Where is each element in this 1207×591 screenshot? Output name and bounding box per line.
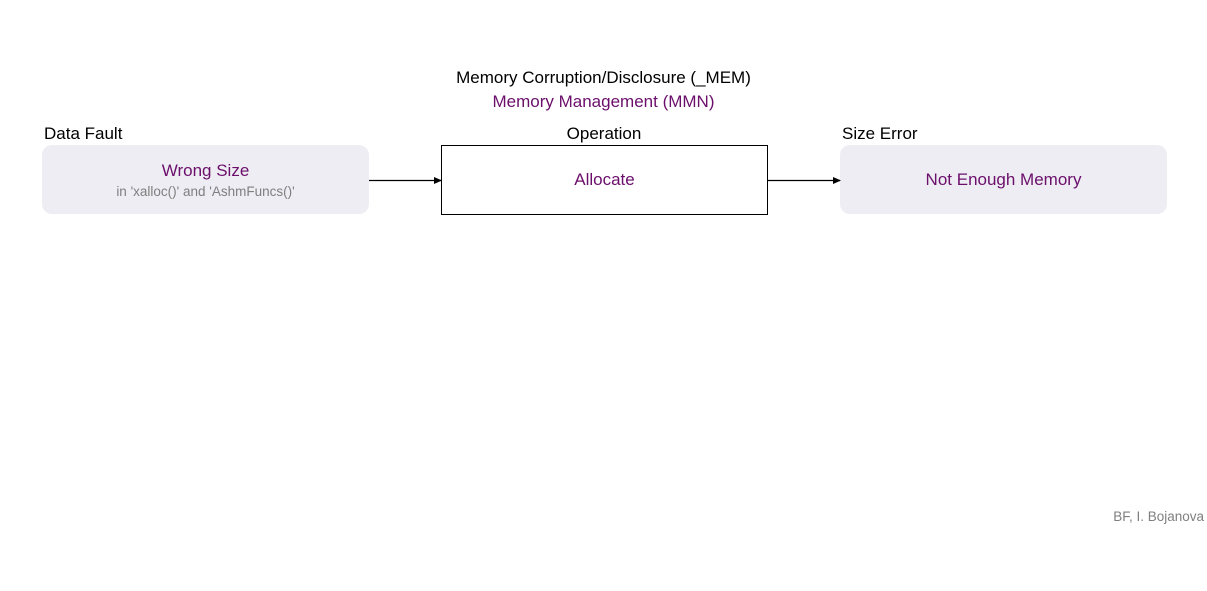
- diagram-title: Memory Corruption/Disclosure (_MEM): [456, 68, 751, 87]
- size-error-value: Not Enough Memory: [925, 169, 1082, 189]
- data-fault-label: Data Fault: [44, 124, 123, 143]
- data-fault-value: Wrong Size: [161, 160, 250, 180]
- data-fault-box: Wrong Size in 'xalloc()' and 'AshmFuncs(…: [42, 145, 369, 214]
- size-error-box: Not Enough Memory: [840, 145, 1167, 214]
- data-fault-detail: in 'xalloc()' and 'AshmFuncs()': [116, 183, 295, 199]
- size-error-label: Size Error: [842, 124, 918, 143]
- operation-value: Allocate: [574, 170, 635, 189]
- diagram-subtitle: Memory Management (MMN): [492, 92, 715, 111]
- operation-box: Allocate: [441, 145, 768, 215]
- operation-label: Operation: [566, 124, 642, 143]
- author-credit: BF, I. Bojanova: [1113, 509, 1204, 524]
